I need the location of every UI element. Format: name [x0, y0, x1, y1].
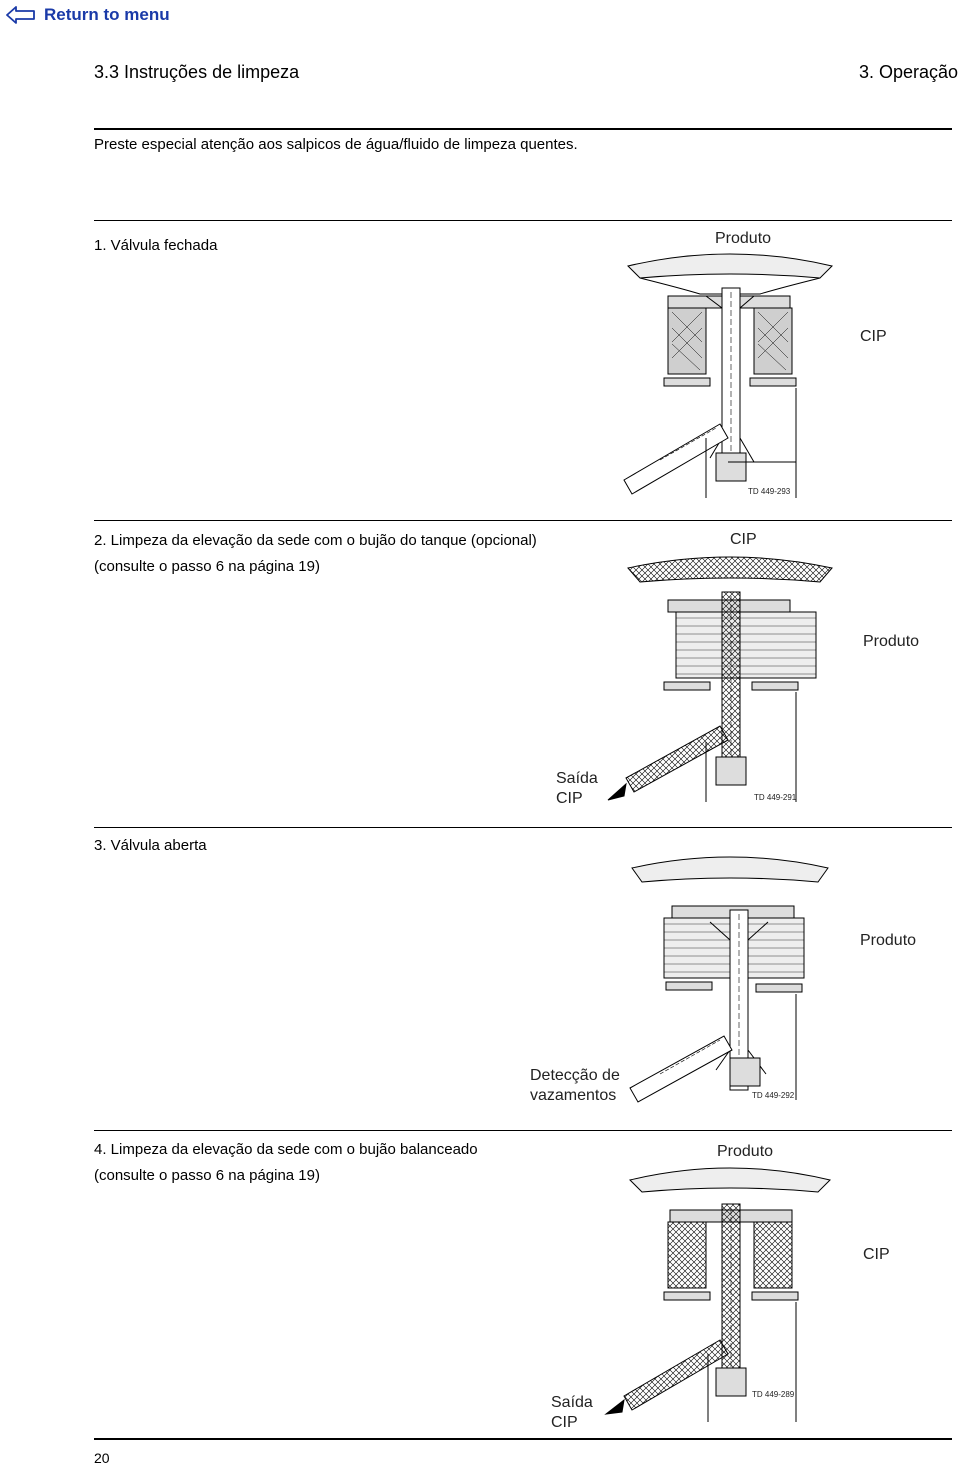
step-2-title: 2. Limpeza da elevação da sede com o buj…: [94, 532, 537, 549]
valve-drawing-3: [629, 856, 829, 1103]
step-2-subtitle: (consulte o passo 6 na página 19): [94, 558, 320, 575]
step-4-label-saida: Saída: [551, 1394, 593, 1411]
divider-3: [94, 827, 952, 828]
valve-drawing-2: [607, 556, 833, 802]
step-4-title: 4. Limpeza da elevação da sede com o buj…: [94, 1141, 478, 1158]
divider-4: [94, 1130, 952, 1131]
step-1-label-cip: CIP: [860, 328, 887, 345]
step-3-label-deteccao: Detecção de: [530, 1067, 620, 1084]
step-3-label-vazamentos: vazamentos: [530, 1087, 617, 1104]
valve-drawing-1: [623, 253, 833, 498]
step-2-label-saida: Saída: [556, 770, 598, 787]
step-1-title: 1. Válvula fechada: [94, 237, 218, 254]
step-4-label-cip: CIP: [863, 1246, 890, 1263]
step-4-label-cip-out: CIP: [551, 1414, 578, 1431]
step-2-label-produto: Produto: [863, 633, 920, 650]
step-1-drawing-ref: TD 449-293: [748, 487, 791, 496]
footer-divider: [94, 1438, 952, 1440]
step-2-label-cip-top: CIP: [730, 531, 757, 548]
step-3-drawing-ref: TD 449-292: [752, 1091, 795, 1100]
step-2-drawing-ref: TD 449-291: [754, 793, 797, 802]
step-3-label-produto: Produto: [860, 932, 917, 949]
intro-text: Preste especial atenção aos salpicos de …: [94, 136, 578, 153]
step-3-title: 3. Válvula aberta: [94, 837, 207, 854]
section-title: 3.3 Instruções de limpeza: [94, 62, 300, 82]
step-1-label-produto: Produto: [715, 230, 772, 247]
return-to-menu-link[interactable]: Return to menu: [6, 2, 170, 28]
step-4-drawing-ref: TD 449-289: [752, 1390, 795, 1399]
back-arrow-icon: [6, 6, 35, 24]
divider-2: [94, 520, 952, 521]
header-divider: [94, 128, 952, 130]
divider-1: [94, 220, 952, 221]
step-4-label-produto: Produto: [717, 1143, 774, 1160]
chapter-title: 3. Operação: [858, 62, 958, 82]
page-number: 20: [94, 1450, 110, 1466]
return-to-menu-label: Return to menu: [44, 5, 170, 24]
valve-drawing-4: [604, 1167, 831, 1422]
step-4-subtitle: (consulte o passo 6 na página 19): [94, 1167, 320, 1184]
step-2-label-cip-out: CIP: [556, 790, 583, 807]
valve-closed-figure: [623, 253, 833, 498]
